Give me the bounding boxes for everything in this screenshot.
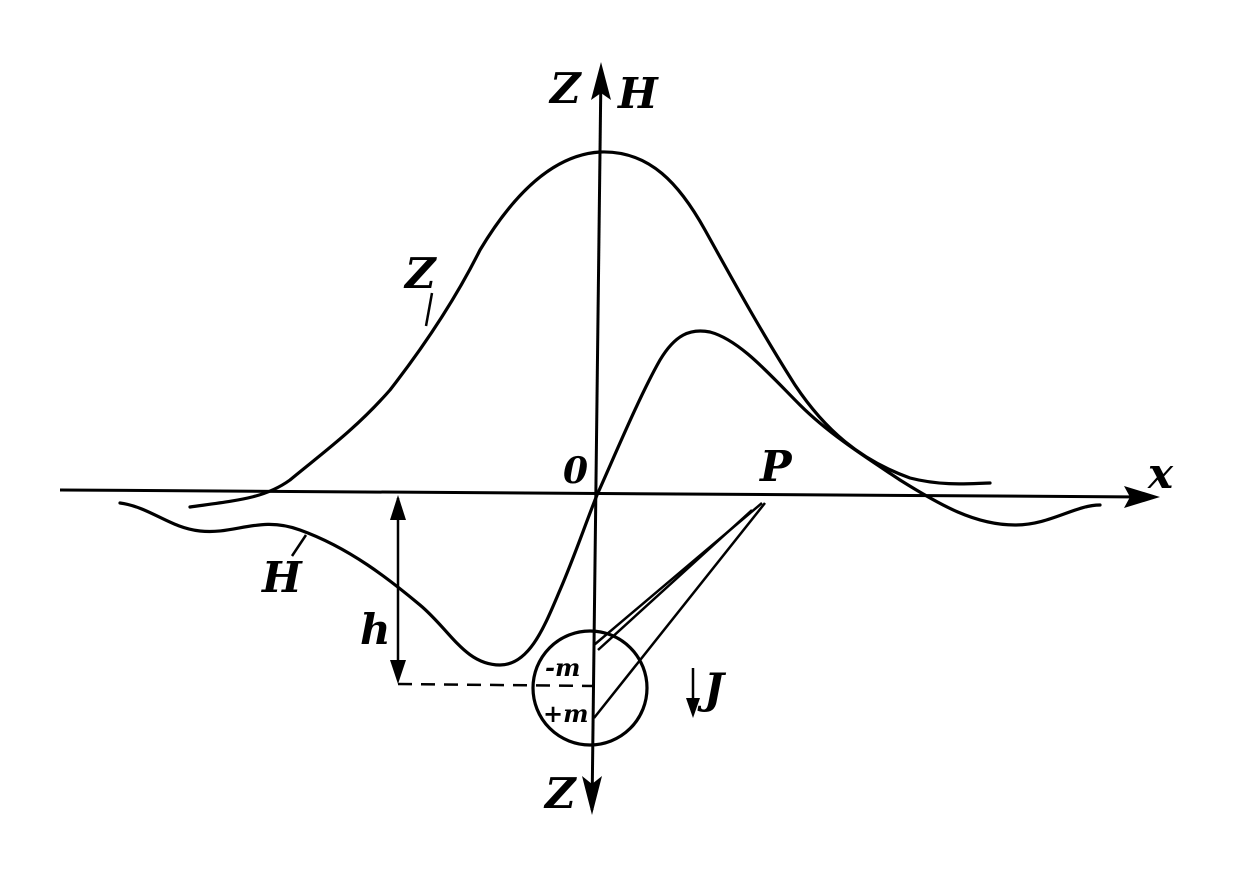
- origin-label: 0: [563, 450, 588, 492]
- h-curve-label: H: [261, 553, 303, 602]
- z-curve-leader: [424, 292, 434, 327]
- p-to-plus-m-line: [593, 502, 766, 719]
- vertical-axis-top-arrowhead: [591, 62, 611, 100]
- axis-h-top-label: H: [617, 69, 659, 118]
- axis-z-top-label: Z: [548, 64, 582, 113]
- h-curve-leader: [290, 534, 308, 557]
- x-axis-arrowhead: [1124, 486, 1160, 508]
- point-p-label: P: [759, 442, 793, 491]
- depth-dimension: [390, 495, 596, 688]
- z-curve-label: Z: [403, 249, 437, 298]
- p-second-line: [597, 509, 753, 651]
- x-axis: [59, 486, 1160, 508]
- plus-m-label: +m: [543, 699, 589, 728]
- minus-m-label: -m: [545, 653, 580, 682]
- depth-dashed-line: [397, 682, 596, 688]
- axis-z-bottom-label: Z: [543, 769, 577, 818]
- depth-h-label: h: [360, 605, 391, 654]
- sphere-body: [531, 629, 649, 747]
- magnetization-j-label: J: [697, 664, 727, 713]
- h-curve: [118, 329, 1102, 667]
- vertical-axis-bottom-arrowhead: [582, 776, 602, 815]
- axis-x-label: x: [1147, 449, 1174, 498]
- z-curve: [188, 150, 992, 509]
- magnetization-arrow: [686, 668, 700, 718]
